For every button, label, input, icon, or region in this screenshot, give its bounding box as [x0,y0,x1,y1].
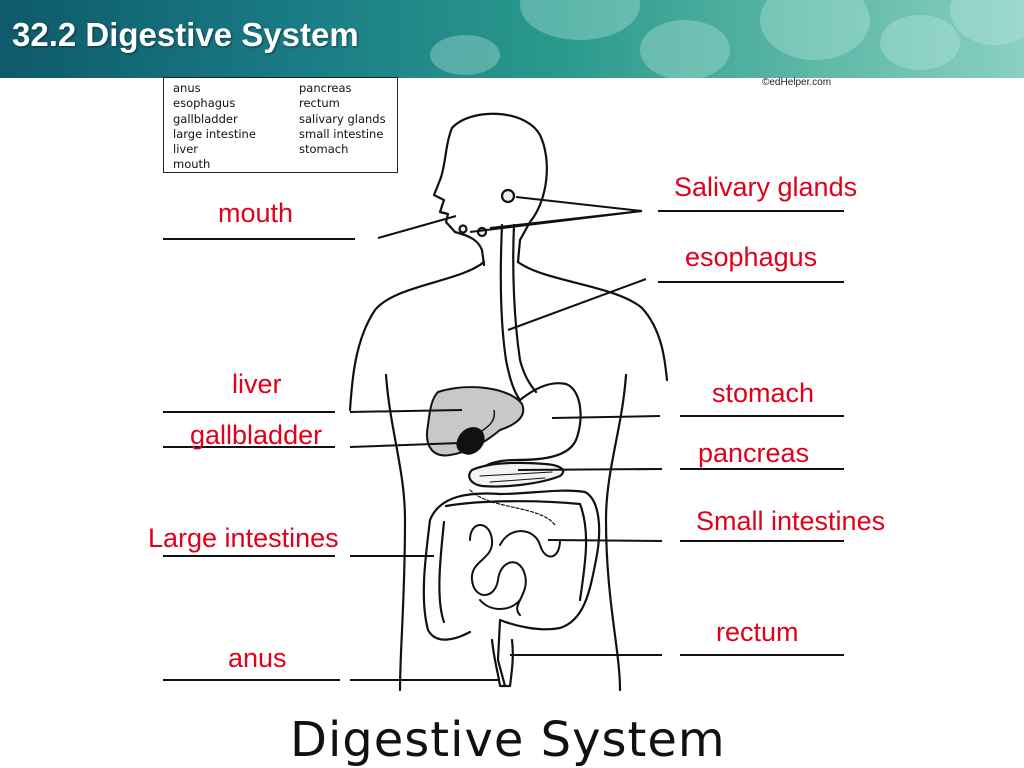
blank-esophagus[interactable] [658,281,844,283]
blank-liver[interactable] [163,411,335,413]
word-bank-col1: anus esophagus gallbladder large intesti… [173,81,256,173]
blank-anus[interactable] [163,679,340,681]
leader-stomach [551,415,661,419]
word-bank: anus esophagus gallbladder large intesti… [163,77,398,173]
word-bank-item: small intestine [299,126,384,141]
blank-pancreas[interactable] [680,468,844,470]
gallbladder [456,427,485,455]
answer-stomach: stomach [712,378,815,408]
blank-rectum[interactable] [680,654,844,656]
word-bank-item: salivary glands [299,111,386,126]
esophagus-tube-b [512,223,538,394]
word-bank-item: large intestine [173,126,256,141]
leader-salivary-upper [515,196,643,212]
esophagus-tube [499,223,522,402]
slide-title: 32.2 Digestive System [12,16,359,53]
slide-header: 32.2 Digestive System [0,0,1024,78]
word-bank-col2: pancreas rectum salivary glands small in… [299,81,386,157]
right-flank [604,373,628,692]
blank-gallbladder[interactable] [163,446,335,448]
word-bank-item: liver [173,142,198,157]
word-bank-item: mouth [173,157,211,172]
word-bank-item: gallbladder [173,111,238,126]
word-bank-item: anus [173,81,201,95]
blank-salivary-glands[interactable] [658,210,844,212]
answer-large-intestines: Large intestines [148,523,339,553]
torso-outline [348,260,669,412]
pancreas-outline [468,461,565,488]
answer-small-intestines: Small intestines [696,506,886,536]
answer-esophagus: esophagus [685,242,818,272]
answer-mouth: mouth [218,198,294,228]
leader-esophagus [507,278,647,331]
answer-pancreas: pancreas [698,438,810,468]
word-bank-item: esophagus [173,96,236,111]
head-outline [450,112,548,264]
diagram-title: Digestive System [290,712,726,768]
small-intestine [469,524,561,616]
left-flank [384,373,407,692]
large-intestine [422,489,601,688]
answer-rectum: rectum [716,617,799,647]
leader-small-intestine [547,539,663,542]
stomach-outline [476,382,582,474]
leader-gallbladder [349,442,461,448]
leader-liver [349,409,463,413]
answer-salivary-glands: Salivary glands [674,172,858,202]
salivary-gland-front [458,224,468,234]
salivary-gland-upper [500,188,516,204]
word-bank-item: rectum [299,96,340,111]
leader-mouth [377,215,457,239]
word-bank-item: pancreas [299,81,352,95]
answer-liver: liver [232,369,282,399]
credit-text: ©edHelper.com [762,77,832,88]
leader-salivary-low [469,210,643,233]
leader-pancreas [517,468,663,471]
face-outline [432,126,486,267]
blank-small-intestine[interactable] [680,540,844,542]
blank-large-intestine[interactable] [163,555,335,557]
answer-gallbladder: gallbladder [190,420,323,450]
word-bank-item: stomach [299,142,349,157]
answer-anus: anus [228,643,287,673]
blank-stomach[interactable] [680,415,844,417]
blank-mouth[interactable] [163,238,355,240]
